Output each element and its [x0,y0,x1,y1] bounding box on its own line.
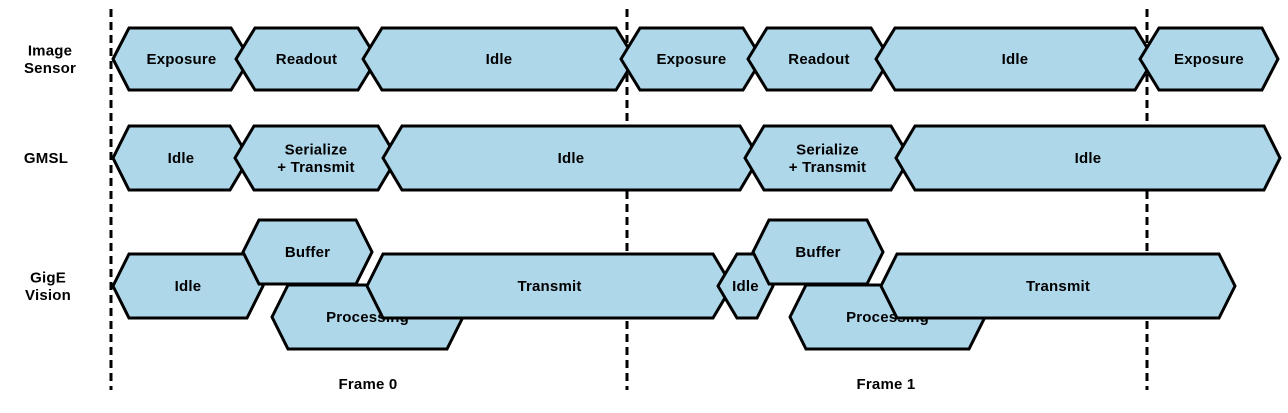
block-label: Readout [788,51,849,68]
block-label: Idle [175,278,202,295]
block-gmsl-serialize-transmit: Serialize+ Transmit [743,124,912,192]
block-shape [716,252,775,320]
block-image-sensor-exposure: Exposure [1138,26,1280,92]
block-label: Transmit [1026,278,1090,295]
block-gige-vision-transmit: Transmit [365,252,734,320]
block-image-sensor-readout: Readout [234,26,379,92]
block-shape [1138,26,1280,92]
block-gige-vision-transmit: Transmit [879,252,1237,320]
block-gige-vision-idle: Idle [716,252,775,320]
block-label: Serialize+ Transmit [277,141,354,176]
block-image-sensor-exposure: Exposure [619,26,764,92]
block-gmsl-serialize-transmit: Serialize+ Transmit [233,124,399,192]
block-shape [111,252,265,320]
block-label: Idle [732,278,759,295]
block-shape [751,218,885,286]
block-label: Exposure [657,51,727,68]
frame-label-0: Frame 0 [339,376,398,393]
block-label: Exposure [147,51,217,68]
block-label: Idle [1002,51,1029,68]
block-label: Idle [558,150,585,167]
block-gmsl-idle: Idle [111,124,251,192]
block-label: Serialize+ Transmit [789,141,866,176]
block-label: Buffer [285,244,330,261]
frame-label-1: Frame 1 [857,376,916,393]
block-label: Buffer [795,244,840,261]
block-image-sensor-readout: Readout [746,26,892,92]
block-image-sensor-idle: Idle [361,26,637,92]
block-gige-vision-idle: Idle [111,252,265,320]
block-label: Exposure [1174,51,1244,68]
block-label: Transmit [517,278,581,295]
block-label: Idle [168,150,195,167]
block-shape [879,252,1237,320]
block-shape [894,124,1282,192]
row-label-gmsl: GMSL [24,150,68,167]
block-gige-vision-buffer: Buffer [751,218,885,286]
block-shape [241,218,374,286]
block-label: Idle [1075,150,1102,167]
block-gige-vision-buffer: Buffer [241,218,374,286]
block-gmsl-idle: Idle [894,124,1282,192]
block-label: Idle [486,51,513,68]
block-image-sensor-idle: Idle [874,26,1156,92]
block-image-sensor-exposure: Exposure [111,26,252,92]
block-gmsl-idle: Idle [381,124,761,192]
block-label: Readout [276,51,337,68]
